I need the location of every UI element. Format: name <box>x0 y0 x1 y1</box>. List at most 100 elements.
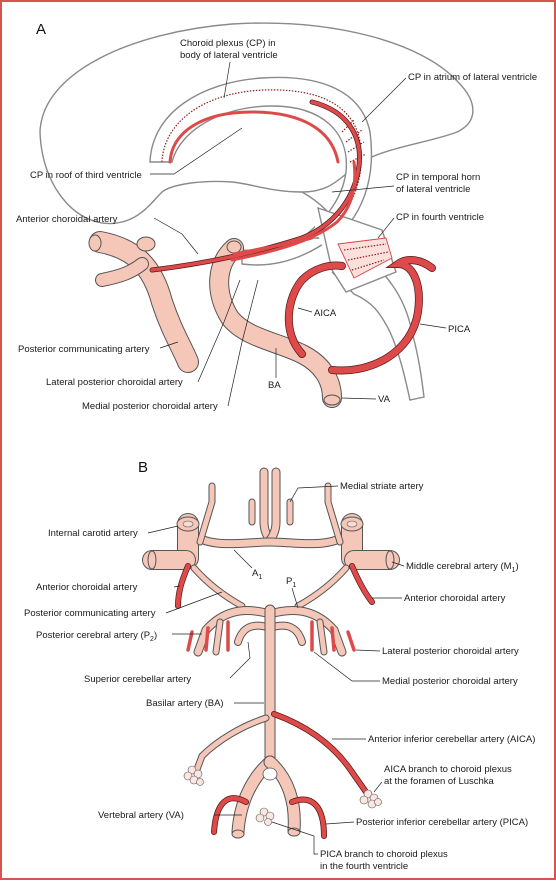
leader-cp-roof <box>150 127 243 175</box>
va-junction-gap <box>262 767 278 781</box>
anterior-choroidal-artery-a <box>150 100 362 272</box>
leader-pica-full <box>325 821 355 825</box>
cp-body-artery-a <box>168 110 340 164</box>
leader-middle-cerebral <box>391 561 405 567</box>
label-aica-full: Anterior inferior cerebellar artery (AIC… <box>368 734 535 745</box>
pcomm-cut-end <box>88 234 102 252</box>
basilar-artery-a <box>210 239 341 407</box>
label-posterior-communicating-a: Posterior communicating artery <box>18 344 150 355</box>
va-left-cut-end <box>231 829 245 839</box>
aca-left-branch <box>197 483 215 545</box>
label-pica-a: PICA <box>448 324 471 335</box>
label-internal-carotid: Internal carotid artery <box>48 528 138 539</box>
pcomm-side-branch <box>96 258 148 286</box>
pca-left-branch <box>213 619 223 655</box>
label-anterior-choroidal-a: Anterior choroidal artery <box>16 214 118 225</box>
choroid-plexus-fourth-ventricle <box>337 237 393 279</box>
leader-medial-posterior-choroidal-b <box>313 651 380 682</box>
label-medial-posterior-choroidal-a: Medial posterior choroidal artery <box>82 401 218 412</box>
pica-left <box>211 796 249 835</box>
aica-left-outline <box>192 714 270 776</box>
label-cp-temporal-1: CP in temporal horn <box>396 172 480 183</box>
leader-p1 <box>291 587 299 609</box>
leader-posterior-communicating-b <box>165 591 223 614</box>
label-vertebral: Vertebral artery (VA) <box>98 810 184 821</box>
label-aica-a: AICA <box>314 308 337 319</box>
a1-segments <box>184 528 356 548</box>
leader-aica-branch <box>373 781 383 793</box>
pca-right <box>266 607 346 656</box>
leader-cp-body <box>223 61 231 99</box>
leader-va-a <box>341 397 377 400</box>
leader-lateral-posterior-choroidal-a <box>197 279 241 383</box>
posterior-communicating-artery-a <box>90 232 198 372</box>
panel-b: B <box>24 459 535 872</box>
panel-a-letter: A <box>36 21 46 38</box>
label-cp-body-2: body of lateral ventricle <box>180 50 278 61</box>
leader-aica-a <box>297 307 313 313</box>
va-cut-end-a <box>323 394 341 406</box>
label-cp-body-1: Choroid plexus (CP) in <box>180 38 276 49</box>
pca-left <box>194 607 274 656</box>
label-basilar: Basilar artery (BA) <box>146 698 224 709</box>
label-anterior-choroidal-left: Anterior choroidal artery <box>36 582 138 593</box>
leader-superior-cerebellar <box>229 641 251 679</box>
leader-pica-branch <box>271 821 318 855</box>
panel-b-letter: B <box>138 459 148 476</box>
pica-right <box>289 797 327 839</box>
label-va-a: VA <box>378 394 391 405</box>
aca-right-branch <box>325 483 343 545</box>
leader-a1 <box>233 549 253 569</box>
leader-pica-a <box>419 323 447 329</box>
label-aica-branch-2: at the foramen of Luschka <box>384 776 495 787</box>
label-cp-fourth: CP in fourth ventricle <box>396 212 484 223</box>
label-middle-cerebral: Middle cerebral artery (M1) <box>406 561 519 574</box>
pica-a <box>328 256 436 374</box>
panel-a: A Choroid plex <box>16 21 537 412</box>
leader-cp-fourth <box>377 217 395 239</box>
aica-left <box>193 715 269 775</box>
label-ba-a: BA <box>268 380 281 391</box>
label-lateral-posterior-choroidal-b: Lateral posterior choroidal artery <box>382 646 519 657</box>
aica-right <box>271 711 369 795</box>
label-pica-branch-2: in the fourth ventricle <box>320 861 408 872</box>
label-pica-full: Posterior inferior cerebellar artery (PI… <box>356 817 528 828</box>
va-left <box>232 756 276 838</box>
label-posterior-communicating-b: Posterior communicating artery <box>24 608 156 619</box>
lpch-left-1 <box>204 626 210 652</box>
mca-right-cut-end <box>385 550 395 570</box>
ica-right-lumen <box>346 520 358 528</box>
pcomm-right <box>295 565 349 609</box>
pca-cut-end-a <box>226 240 242 254</box>
medial-posterior-choroidal-artery-a <box>232 236 314 256</box>
label-posterior-cerebral: Posterior cerebral artery (P2) <box>36 630 157 643</box>
choroid-plexus-tuft-center <box>255 807 275 826</box>
label-cp-temporal-2: of lateral ventricle <box>396 184 470 195</box>
lpch-right-2 <box>346 630 356 652</box>
anterior-choroidal-left <box>175 563 191 609</box>
leader-cp-temporal <box>331 185 395 193</box>
pca-right-branch <box>317 619 327 655</box>
internal-carotid-cut-end-a <box>136 236 156 252</box>
label-cp-atrium: CP in atrium of lateral ventricle <box>408 72 537 83</box>
leader-medial-posterior-choroidal-a <box>227 279 259 407</box>
leader-anterior-choroidal-a <box>153 217 199 255</box>
leader-lateral-posterior-choroidal-b <box>355 649 381 652</box>
lpch-right-1 <box>330 626 336 652</box>
label-a1: A1 <box>252 568 262 581</box>
aica-a <box>285 262 346 358</box>
label-anterior-choroidal-right: Anterior choroidal artery <box>404 593 506 604</box>
leader-posterior-communicating-a <box>159 341 179 349</box>
label-pica-branch-1: PICA branch to choroid plexus <box>320 849 448 860</box>
mca-left-cut-end <box>147 550 157 570</box>
label-lateral-posterior-choroidal-a: Lateral posterior choroidal artery <box>46 377 183 388</box>
pcomm-left <box>191 565 245 609</box>
va-right <box>264 756 300 836</box>
leader-medial-striate <box>289 485 339 503</box>
label-superior-cerebellar: Superior cerebellar artery <box>84 674 191 685</box>
choroid-plexus-fourth-detail <box>343 243 389 271</box>
anterior-choroidal-right <box>349 563 375 605</box>
label-cp-roof: CP in roof of third ventricle <box>30 170 142 181</box>
